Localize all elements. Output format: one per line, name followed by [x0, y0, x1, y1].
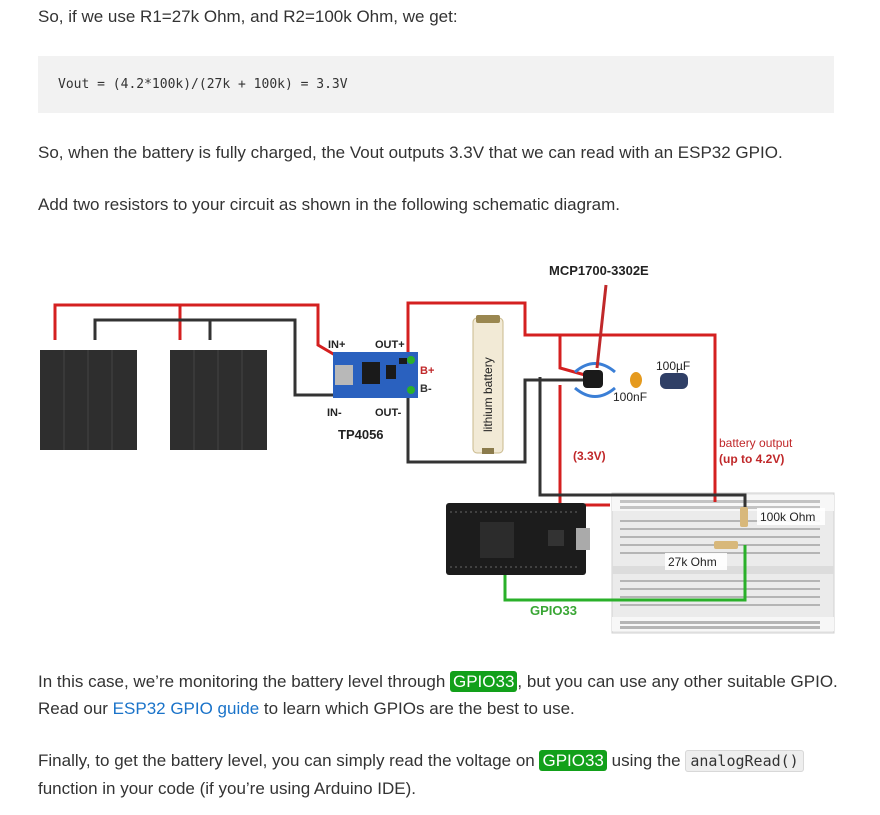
red-wires	[53, 301, 717, 507]
regulator-label: MCP1700-3302E	[549, 263, 649, 278]
gpio33-diagram-label: GPIO33	[530, 603, 577, 618]
blue-wires	[574, 362, 616, 398]
paragraph-monitoring: In this case, we’re monitoring the batte…	[38, 668, 848, 722]
esp32-gpio-guide-link[interactable]: ESP32 GPIO guide	[112, 699, 260, 718]
v33-label: (3.3V)	[573, 449, 606, 463]
out-plus-label: OUT+	[375, 339, 405, 351]
monitoring-text-end: to learn which GPIOs are the best to use…	[259, 699, 575, 718]
analogread-code: analogRead()	[685, 750, 804, 772]
mcp1700-regulator	[583, 370, 603, 388]
paragraph-intro: So, if we use R1=27k Ohm, and R2=100k Oh…	[38, 7, 458, 26]
monitoring-text-middle: , but you can use any other suitable GPI…	[38, 672, 838, 718]
formula-code: Vout = (4.2*100k)/(27k + 100k) = 3.3V	[58, 77, 348, 92]
tp4056-label: TP4056	[338, 427, 384, 442]
solar-panel-right	[170, 350, 267, 450]
paragraph-fully-charged: So, when the battery is fully charged, t…	[38, 143, 783, 162]
monitoring-text-start: In this case, we’re monitoring the batte…	[38, 672, 450, 691]
ceramic-capacitor	[630, 372, 642, 388]
lithium-battery	[472, 315, 504, 454]
cap-100uf-label: 100µF	[656, 359, 690, 373]
formula-code-block: Vout = (4.2*100k)/(27k + 100k) = 3.3V	[38, 56, 834, 113]
read-voltage-text-middle: using the	[606, 751, 686, 770]
read-voltage-text-start: Finally, to get the battery level, you c…	[38, 751, 540, 770]
gpio33-tag-2: GPIO33	[539, 750, 607, 771]
paragraph-read-voltage: Finally, to get the battery level, you c…	[38, 747, 848, 802]
read-voltage-text-end: function in your code (if you’re using A…	[38, 779, 416, 798]
regulator-pointer-arrow	[595, 284, 608, 369]
black-wires	[93, 318, 747, 510]
battery-output-label: battery output	[719, 436, 793, 450]
b-minus-label: B-	[420, 383, 432, 395]
esp32-board	[446, 503, 590, 575]
in-minus-label: IN-	[327, 407, 342, 419]
cap-100nf-label: 100nF	[613, 390, 647, 404]
gpio33-tag: GPIO33	[450, 671, 518, 692]
green-wire	[503, 545, 747, 602]
resistor-100k	[740, 507, 748, 527]
battery-output-range-label: (up to 4.2V)	[719, 452, 784, 466]
schematic-diagram: MCP1700-3302E 100µF 100nF IN+ OUT+ IN- O…	[40, 263, 835, 634]
resistor-27k	[714, 541, 738, 549]
tp4056-module	[333, 352, 418, 398]
out-minus-label: OUT-	[375, 407, 402, 419]
r2-label: 100k Ohm	[760, 510, 815, 524]
electrolytic-capacitor	[660, 373, 688, 389]
solar-panel-left	[40, 350, 137, 450]
in-plus-label: IN+	[328, 339, 345, 351]
b-plus-label: B+	[420, 365, 434, 377]
r1-label: 27k Ohm	[668, 555, 717, 569]
battery-label: lithium battery	[481, 357, 495, 432]
paragraph-add-resistors: Add two resistors to your circuit as sho…	[38, 195, 621, 214]
